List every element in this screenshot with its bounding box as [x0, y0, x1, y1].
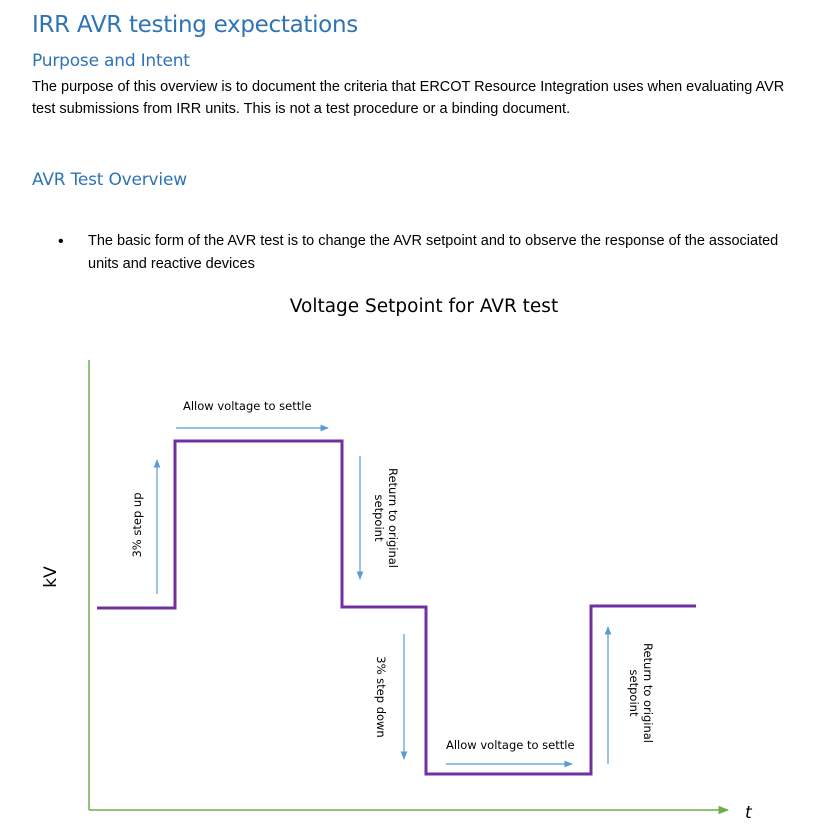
- page-title: IRR AVR testing expectations: [32, 12, 358, 38]
- settle-label-1: Allow voltage to settle: [183, 399, 312, 413]
- x-axis-label: t: [745, 803, 753, 823]
- purpose-paragraph: The purpose of this overview is to docum…: [32, 79, 785, 117]
- return-label-2-line1: Return to original: [641, 643, 655, 743]
- settle-label-2: Allow voltage to settle: [446, 738, 575, 752]
- section-heading-purpose: Purpose and Intent: [32, 51, 190, 71]
- figure-title: Voltage Setpoint for AVR test: [289, 296, 559, 317]
- bullet-text: The basic form of the AVR test is to cha…: [88, 233, 779, 272]
- setpoint-trace: [97, 439, 696, 776]
- bullet-dot-icon: •: [58, 233, 64, 250]
- return-label-1-line1: Return to original: [386, 468, 400, 568]
- y-axis-label: kV: [41, 566, 61, 588]
- section-heading-avr-overview: AVR Test Overview: [32, 170, 187, 190]
- return-label-2-line2: setpoint: [627, 670, 641, 717]
- return-label-1-line2: setpoint: [372, 495, 386, 542]
- step-down-label: 3% step down: [374, 656, 388, 737]
- step-up-label: 3% step up: [130, 492, 144, 557]
